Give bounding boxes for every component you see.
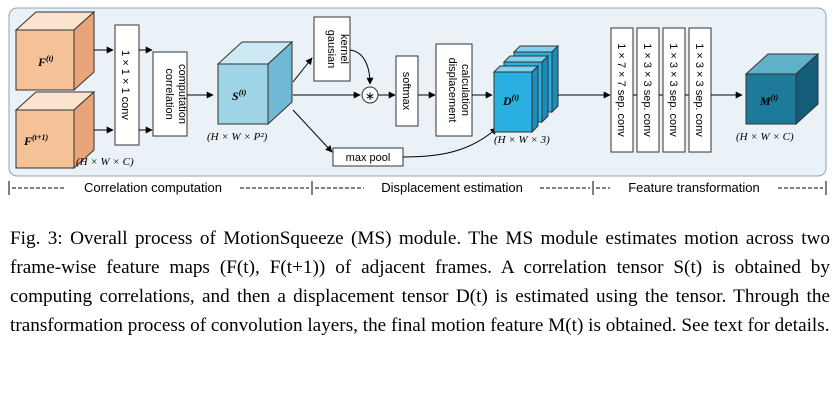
stage-bar: Correlation computation Displacement est… [8, 180, 827, 195]
input-cube-f-t: F(t) [14, 10, 96, 92]
sep-conv-box-4 [688, 27, 712, 153]
input-label-f-t: F(t) [37, 54, 54, 69]
s-tensor-label: S(t) [232, 88, 247, 103]
stage-label-transformation: Feature transformation [628, 180, 760, 195]
correlation-label-line1: correlation [163, 68, 175, 119]
sep-conv-label-4: 1 × 3 × 3 sep. conv [693, 43, 705, 137]
d-tensor-stack: D(t) [492, 44, 560, 134]
sep-conv-label-3: 1 × 3 × 3 sep. conv [667, 43, 679, 137]
correlation-label-line2: computation [176, 64, 188, 124]
sep-conv-label-1: 1 × 7 × 7 sep. conv [615, 43, 627, 137]
displacement-box [435, 43, 473, 137]
displacement-label-line1: displacement [446, 58, 458, 123]
m-tensor-label: M(t) [759, 93, 779, 108]
sep-conv-box-1 [610, 27, 634, 153]
sep-conv-box-2 [636, 27, 660, 153]
caption-label: Fig. 3: [10, 228, 63, 249]
input-label-f-t1: F(t+1) [23, 133, 48, 148]
sep-conv-box-3 [662, 27, 686, 153]
gaussian-kernel-box [313, 16, 351, 82]
displacement-label-line2: calculation [459, 64, 471, 116]
s-tensor-cube: S(t) [216, 40, 294, 126]
d-tensor-shape: (H × W × 3) [494, 134, 550, 146]
d-tensor-label: D(t) [502, 93, 520, 108]
m-tensor-cube: M(t) [744, 52, 820, 126]
convolution-operator-symbol: ∗ [365, 89, 375, 103]
input-shape-label: (H × W × C) [76, 156, 134, 168]
s-tensor-shape: (H × W × P²) [207, 131, 268, 143]
input-cube-f-t1: F(t+1) [14, 90, 96, 170]
sep-conv-label-2: 1 × 3 × 3 sep. conv [641, 43, 653, 137]
maxpool-label: max pool [346, 152, 391, 164]
gaussian-label-line2: kernel [338, 34, 350, 64]
conv1-label: 1 × 1 × 1 conv [119, 50, 131, 120]
correlation-box [152, 51, 188, 137]
softmax-box [395, 55, 419, 127]
gaussian-label-line1: gausian [325, 30, 337, 69]
caption-text: Overall process of MotionSqueeze (MS) mo… [10, 228, 831, 336]
figure-caption: Fig. 3: Overall process of MotionSqueeze… [10, 224, 830, 340]
stage-label-displacement: Displacement estimation [381, 180, 523, 195]
softmax-label: softmax [400, 72, 412, 111]
stage-label-correlation: Correlation computation [84, 180, 222, 195]
conv1-box [114, 24, 140, 146]
ms-module-diagram: F(t) F(t+1) (H × W × C) 1 × 1 × 1 conv c… [8, 7, 827, 195]
m-tensor-shape: (H × W × C) [736, 131, 794, 143]
